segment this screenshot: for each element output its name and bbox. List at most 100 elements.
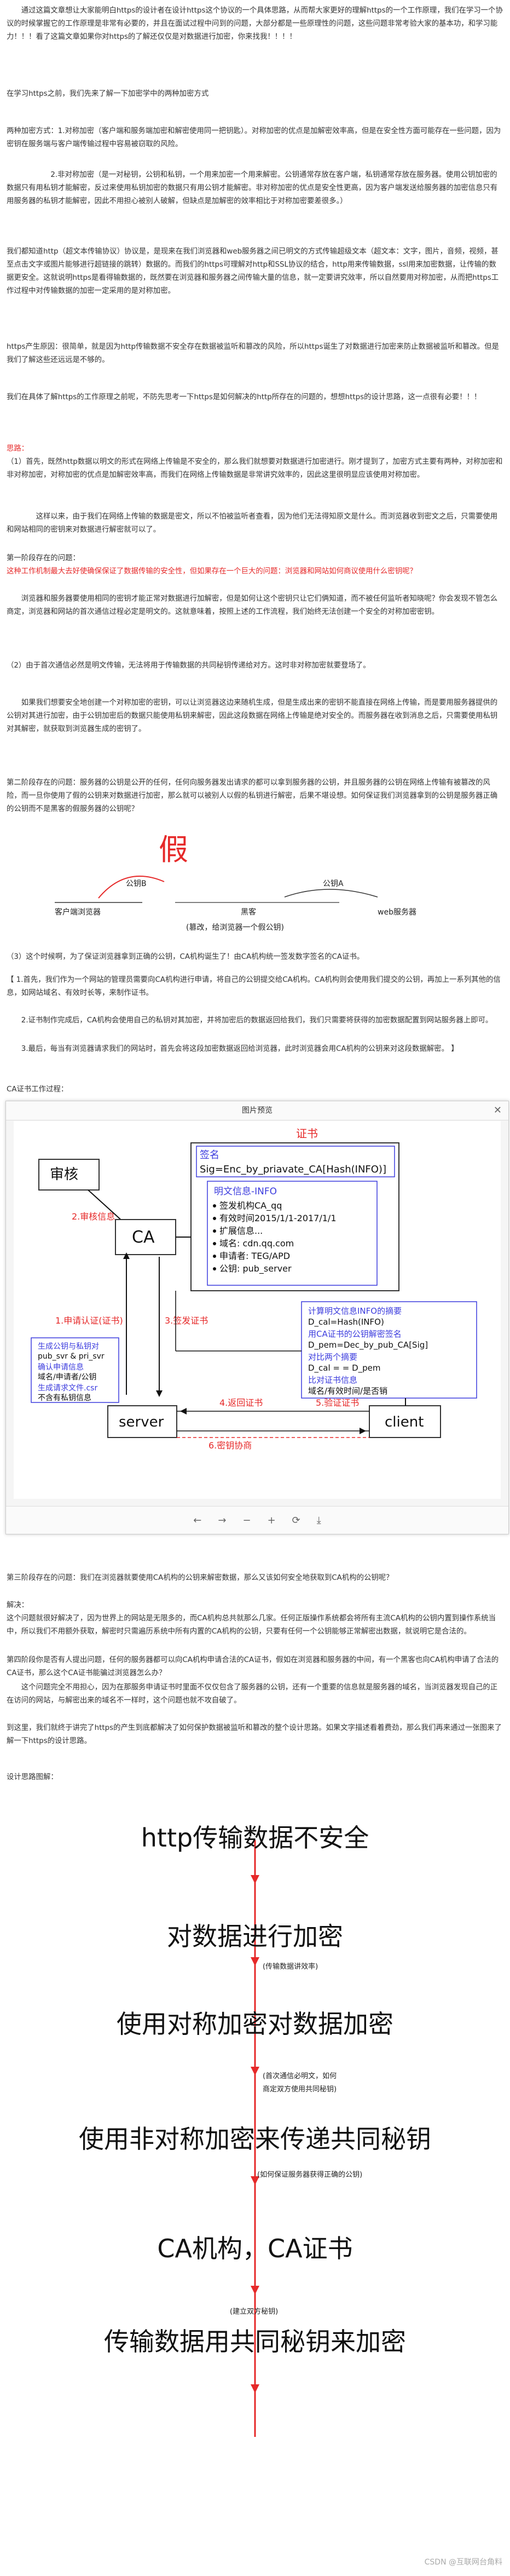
stage3-problem: 第三阶段存在的问题：我们在浏览器就要使用CA机构的公钥来解密数据，那么又该如何安… xyxy=(7,1572,503,1585)
flow-note-4: (如何保证服务器获得正确的公钥) xyxy=(257,2171,363,2179)
stage1-problem: 这种工作机制最大去好使确保保证了数据传输的安全性，但如果存在一个巨大的问题：浏览… xyxy=(7,567,417,576)
step3-verify: 3.最后，每当有浏览器请求我们的网站时，首先会将这段加密数据返回给浏览器，此时浏… xyxy=(7,1043,503,1056)
asymmetric-text: 2.非对称加密（是一对秘钥，公钥和私钥，一个用来加密一个用来解密。公钥通常存放在… xyxy=(7,171,498,205)
server-box xyxy=(107,1405,177,1438)
summary-paragraph: 到这里，我们就终于讲完了https的产生到底都解决了如何保护数据被监听和篡改的整… xyxy=(7,1722,503,1748)
https-cause: https产生原因：很简单，就是因为http传输数据不安全存在数据被监听和篡改的… xyxy=(7,341,503,367)
client-item: 比对证书信息 xyxy=(308,1375,357,1385)
mitm-diagram: 假 公钥B 公钥A 客户端浏览器 黑客 web服务器 (篡改，给浏览器一个假公钥… xyxy=(55,832,416,932)
ca-cert-diagram: 证书 签名 Sig=Enc_by_priavate_CA[Hash(INFO)]… xyxy=(14,1121,501,1499)
key-comm-label: 6.密钥协商 xyxy=(208,1440,252,1451)
fake-key-mark: 假 xyxy=(159,832,188,867)
ca-box xyxy=(115,1219,176,1255)
idea-heading: 思路： xyxy=(7,445,29,453)
client-item: 对比两个摘要 xyxy=(308,1352,357,1362)
server-item: pub_svr & pri_svr xyxy=(38,1352,105,1361)
stage4-problem-text: 第四阶段你是否有人提出问题，任何的服务器都可以向CA机构申请合法的CA证书，假如… xyxy=(7,1656,499,1677)
server-item: 生成公钥与私钥对 xyxy=(38,1342,99,1351)
flow-step-4: 使用非对称加密来传递共同秘钥 xyxy=(79,2124,431,2154)
client-browser-label: 客户端浏览器 xyxy=(55,907,101,917)
server-item: 生成请求文件.csr xyxy=(38,1384,97,1393)
client-item: D_pem=Dec_by_pub_CA[Sig] xyxy=(308,1340,428,1350)
think-text: 我们在具体了解https的工作原理之前呢，不防先思考一下https是如何解决的h… xyxy=(7,393,482,401)
verify-label: 5.验证证书 xyxy=(316,1398,359,1408)
flow-arrows xyxy=(251,1840,259,2437)
zoom-in-icon[interactable]: + xyxy=(267,1514,276,1526)
download-icon[interactable]: ⤓ xyxy=(316,1514,321,1526)
step1-paragraph: （1）首先，既然http数据以明文的形式在网络上传输是不安全的，那么我们就想要对… xyxy=(7,456,503,482)
step2-text: （2）由于首次通信必然是明文传输，无法将用于传输数据的共同秘钥传递给对方。这时非… xyxy=(7,662,370,670)
flow-step-2: 对数据进行加密 xyxy=(167,1922,343,1951)
return-label: 4.返回证书 xyxy=(219,1398,263,1408)
client-item: 域名/有效时间/是否销 xyxy=(308,1386,387,1396)
hacker-label: 黑客 xyxy=(241,907,256,917)
close-icon[interactable]: ✕ xyxy=(493,1105,502,1116)
client-text: client xyxy=(385,1414,424,1430)
info-item: 有效时间2015/1/1-2017/1/1 xyxy=(219,1213,337,1223)
flow-step-1: http传输数据不安全 xyxy=(141,1823,369,1853)
tamper-note: (篡改，给浏览器一个假公钥) xyxy=(186,923,284,932)
step3-verify-text: 3.最后，每当有浏览器请求我们的网站时，首先会将这段加密数据返回给浏览器，此时浏… xyxy=(21,1045,459,1053)
watermark: CSDN @互联网台角料 xyxy=(424,2558,502,2567)
asymmetric-section: 2.非对称加密（是一对秘钥，公钥和私钥，一个用来加密一个用来解密。公钥通常存放在… xyxy=(7,169,503,208)
info-item: 申请者: TEG/APD xyxy=(219,1251,290,1261)
flow-step-5: CA机构，CA证书 xyxy=(157,2234,353,2263)
forward-icon[interactable]: → xyxy=(218,1514,227,1526)
study-text: 在学习https之前，我们先来了解一下加密学中的两种加密方式 xyxy=(7,90,209,98)
solution-label: 解决： xyxy=(7,1601,29,1609)
flow-step-3: 使用对称加密对数据加密 xyxy=(117,2009,393,2039)
stage1-problem-label: 第一阶段存在的问题： xyxy=(7,554,80,562)
client-item: 计算明文信息INFO的摘要 xyxy=(308,1306,402,1316)
step3-issue-text: 2.证书制作完成后，CA机构会使用自己的私钥对其加密，并将加密后的数据返回给我们… xyxy=(21,1016,493,1025)
pubA-label: 公钥A xyxy=(323,879,344,888)
zoom-out-icon[interactable]: − xyxy=(242,1514,251,1526)
info-title: 明文信息-INFO xyxy=(214,1186,277,1197)
pubB-label: 公钥B xyxy=(126,879,147,888)
step2-cont-text: 如果我们想要安全地创建一个对称加密的密钥，可以让浏览器这边来随机生成，但是生成出… xyxy=(7,699,498,733)
stage1-detail: 浏览器和服务器要使用相同的密钥才能正常对数据进行加解密，但是如何让这个密钥只让它… xyxy=(7,593,503,619)
window-toolbar: ← → − + ⟳ ⤓ xyxy=(6,1506,508,1534)
design-illustration-label: 设计思路图解： xyxy=(7,1773,58,1781)
issue-label: 3.签发证书 xyxy=(165,1315,208,1326)
server-item: 域名/申请者/公钥 xyxy=(38,1373,96,1382)
server-text: server xyxy=(119,1414,164,1430)
flow-step-6: 传输数据用共同秘钥来加密 xyxy=(104,2327,406,2356)
window-title: 图片预览 xyxy=(242,1106,273,1115)
step3-paragraph: （3）这个时候啊，为了保证浏览器拿到正确的公钥，CA机构诞生了！由CA机构统一签… xyxy=(7,951,503,964)
client-item: 用CA证书的公钥解密签名 xyxy=(308,1329,402,1339)
stage2-problem-text: 第二阶段存在的问题：服务器的公钥是公开的任何，任何向服务器发出请求的都可以拿到服… xyxy=(7,779,498,813)
step3-apply-text: 【 1.首先，我们作为一个网站的管理员需要向CA机构进行申请，将自己的公钥提交给… xyxy=(7,976,501,997)
audit-text: 审核 xyxy=(50,1166,78,1183)
stage4-problem: 第四阶段你是否有人提出问题，任何的服务器都可以向CA机构申请合法的CA证书，假如… xyxy=(7,1654,503,1680)
step3-issue: 2.证书制作完成后，CA机构会使用自己的私钥对其加密，并将加密后的数据返回给我们… xyxy=(7,1014,503,1027)
apply-label: 1.申请认证(证书) xyxy=(55,1315,123,1326)
flow-note-2: (传输数据讲效率) xyxy=(263,1963,318,1971)
stage4-answer-text: 这个问题完全不用担心，因为在那服务申请证书时里面不仅仅包含了服务器的公钥，还有一… xyxy=(7,1683,498,1705)
ca-process-label: CA证书工作过程： xyxy=(7,1085,68,1094)
flow-note-5: (建立双方秘钥) xyxy=(230,2308,279,2316)
window-titlebar: 图片预览 ✕ xyxy=(6,1101,508,1120)
step2-cont: 如果我们想要安全地创建一个对称加密的密钥，可以让浏览器这边来随机生成，但是生成出… xyxy=(7,697,503,736)
step1-cont: 这样以来，由于我们在网络上传输的数据是密文，所以不怕被监听者查看，因为他们无法得… xyxy=(7,510,503,537)
audit-label: 2.审核信息 xyxy=(72,1211,115,1222)
think-paragraph: 我们在具体了解https的工作原理之前呢，不防先思考一下https是如何解决的h… xyxy=(7,391,503,404)
https-cause-text: https产生原因：很简单，就是因为http传输数据不安全存在数据被监听和篡改的… xyxy=(7,343,499,364)
info-item: 公钥: pub_server xyxy=(219,1263,292,1274)
symmetric-section: 两种加密方式：1.对称加密（客户端和服务端加密和解密使用同一把钥匙）。对称加密的… xyxy=(7,125,503,151)
server-item: 不含有私钥信息 xyxy=(38,1393,91,1402)
stage3-problem-text: 第三阶段存在的问题：我们在浏览器就要使用CA机构的公钥来解密数据，那么又该如何安… xyxy=(7,1574,393,1582)
info-item: 域名: cdn.qq.com xyxy=(219,1238,294,1249)
flow-note-3b: 商定双方使用共同秘钥) xyxy=(263,2085,337,2094)
summary-text: 到这里，我们就终于讲完了https的产生到底都解决了如何保护数据被监听和篡改的整… xyxy=(7,1724,502,1745)
step3-apply: 【 1.首先，我们作为一个网站的管理员需要向CA机构进行申请，将自己的公钥提交给… xyxy=(7,974,503,1000)
http-text: 我们都知道http（超文本传输协议）协议是，是现来在我们浏览器和web服务器之间… xyxy=(7,248,499,295)
cert-label: 证书 xyxy=(296,1127,318,1140)
client-item: D_cal=Hash(INFO) xyxy=(308,1317,384,1327)
symmetric-text: 两种加密方式：1.对称加密（客户端和服务端加密和解密使用同一把钥匙）。对称加密的… xyxy=(7,127,501,148)
rotate-icon[interactable]: ⟳ xyxy=(292,1514,300,1526)
audit-box xyxy=(38,1159,100,1191)
back-icon[interactable]: ← xyxy=(193,1514,202,1526)
http-paragraph: 我们都知道http（超文本传输协议）协议是，是现来在我们浏览器和web服务器之间… xyxy=(7,245,503,298)
web-server-label: web服务器 xyxy=(378,908,416,917)
step3-text: （3）这个时候啊，为了保证浏览器拿到正确的公钥，CA机构诞生了！由CA机构统一签… xyxy=(7,953,364,961)
